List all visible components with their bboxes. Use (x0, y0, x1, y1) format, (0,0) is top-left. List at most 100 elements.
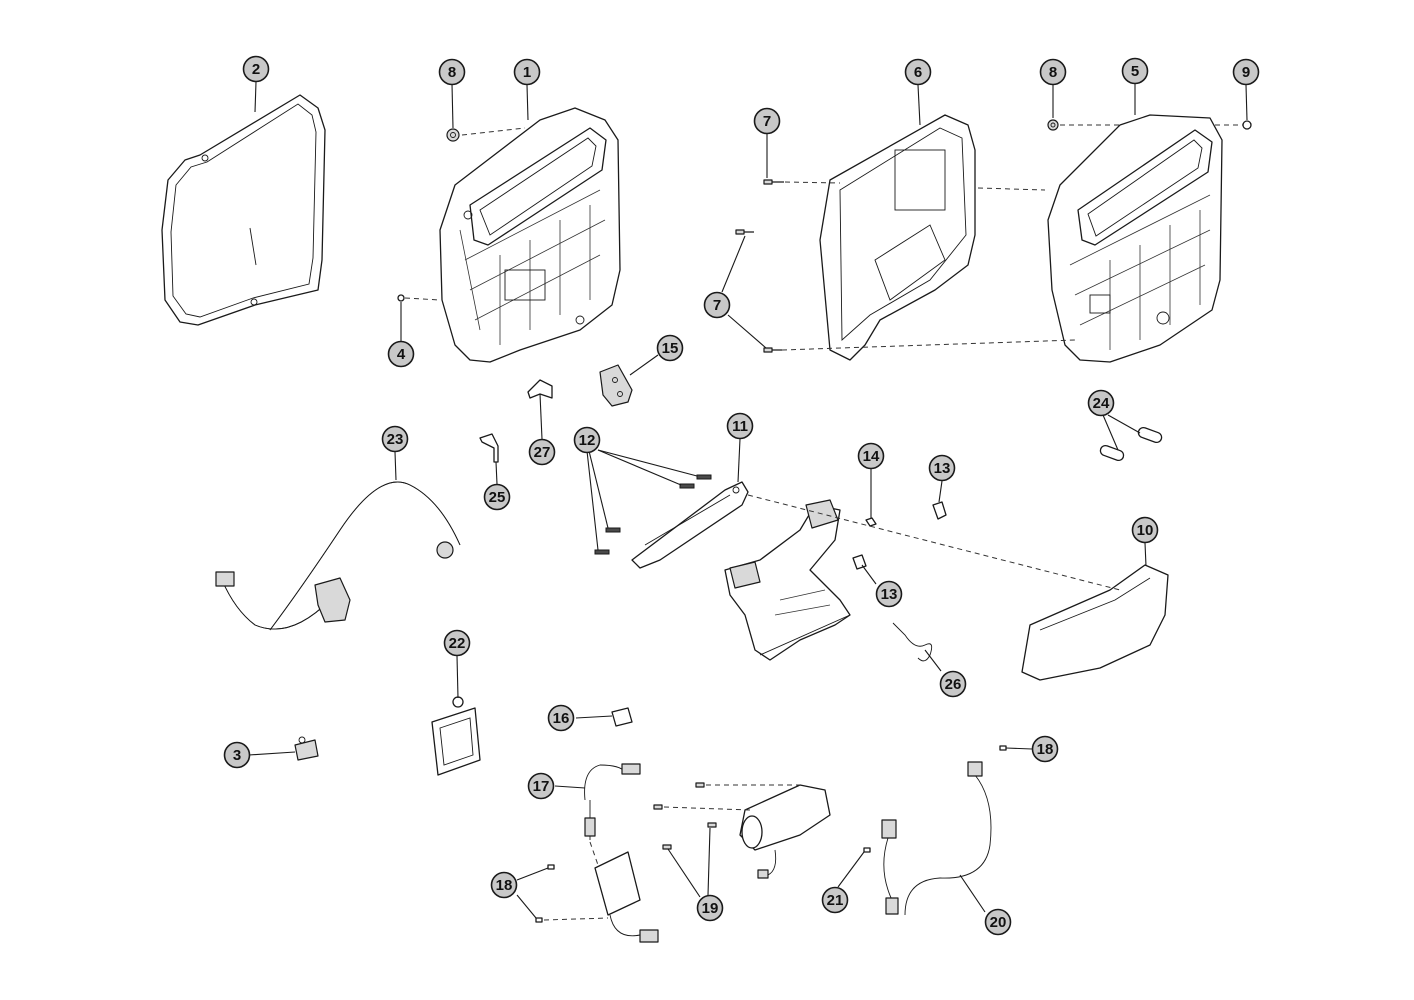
part-cap-16 (611, 707, 633, 727)
callout-circle (1087, 389, 1115, 417)
callout-circle (490, 871, 518, 899)
callout-11: 11 (726, 412, 754, 440)
callout-number: 15 (662, 340, 679, 357)
callout-number: 6 (914, 64, 922, 81)
callout-number: 11 (732, 418, 748, 435)
callout-16: 16 (547, 704, 575, 732)
callout-circle (1131, 516, 1159, 544)
callout-9: 9 (1232, 58, 1260, 86)
callout-number: 27 (534, 444, 551, 461)
callout-circle (1121, 57, 1149, 85)
callout-number: 17 (533, 778, 550, 795)
part-backrest-panel-left (439, 107, 621, 363)
callout-circle (438, 58, 466, 86)
callout-circle (696, 894, 724, 922)
callout-circle (527, 772, 555, 800)
callout-number: 7 (713, 297, 721, 314)
part-washer-9 (1242, 120, 1252, 130)
callout-12: 12 (573, 426, 601, 454)
part-spring-26 (892, 622, 933, 662)
callout-number: 3 (233, 747, 241, 764)
callout-number: 8 (448, 64, 456, 81)
callout-circle (821, 886, 849, 914)
callout-number: 4 (397, 346, 406, 363)
callout-number: 5 (1131, 63, 1139, 80)
callout-circle (1039, 58, 1067, 86)
callout-circle (1232, 58, 1260, 86)
part-cap-13-top (932, 501, 947, 520)
callout-23: 23 (381, 425, 409, 453)
callout-circle (726, 412, 754, 440)
part-screw-21 (863, 847, 871, 853)
part-nut-4 (397, 294, 405, 302)
callout-number: 20 (990, 914, 1007, 931)
callout-number: 23 (387, 431, 404, 448)
callout-number: 7 (763, 113, 771, 130)
part-handle-cover-10 (1021, 564, 1169, 681)
callout-number: 14 (863, 448, 880, 465)
callout-number: 1 (523, 64, 531, 81)
callout-circle (443, 629, 471, 657)
callout-number: 10 (1137, 522, 1154, 539)
callout-number: 16 (553, 710, 570, 727)
callout-number: 22 (449, 635, 466, 652)
callout-21: 21 (821, 886, 849, 914)
callout-number: 8 (1049, 64, 1057, 81)
callout-number: 12 (579, 432, 596, 449)
part-motor (739, 784, 831, 879)
part-control-unit (594, 851, 659, 943)
part-back-cover (819, 114, 976, 361)
part-pin-14 (865, 517, 877, 527)
callout-13: 13 (875, 580, 903, 608)
callout-circle (753, 107, 781, 135)
callout-17: 17 (527, 772, 555, 800)
callout-22: 22 (443, 629, 471, 657)
callout-5: 5 (1121, 57, 1149, 85)
callout-10: 10 (1131, 516, 1159, 544)
callout-circle (513, 58, 541, 86)
callout-circle (875, 580, 903, 608)
part-clip-27 (527, 379, 553, 399)
part-clip-3 (294, 736, 319, 761)
callout-4: 4 (387, 340, 415, 368)
callout-number: 13 (881, 586, 898, 603)
callout-15: 15 (656, 334, 684, 362)
callout-circle (1031, 735, 1059, 763)
callout-2: 2 (242, 55, 270, 83)
callout-number: 9 (1242, 64, 1250, 81)
callout-13: 13 (928, 454, 956, 482)
callout-number: 21 (827, 892, 844, 909)
callout-number: 24 (1093, 395, 1110, 412)
part-screws-18 (535, 745, 1007, 923)
callout-20: 20 (984, 908, 1012, 936)
part-o-rings-24 (1099, 426, 1163, 462)
callout-number: 19 (702, 900, 719, 917)
callout-circle (528, 438, 556, 466)
callout-number: 18 (496, 877, 513, 894)
part-mechanism-frame (724, 499, 851, 661)
callout-circle (928, 454, 956, 482)
part-module-22 (431, 696, 481, 776)
leader-lines (248, 81, 1248, 919)
callout-19: 19 (696, 894, 724, 922)
callout-3: 3 (223, 741, 251, 769)
callout-7: 7 (703, 291, 731, 319)
part-harness-20 (881, 761, 992, 916)
callout-8: 8 (438, 58, 466, 86)
callout-26: 26 (939, 670, 967, 698)
callout-circle (573, 426, 601, 454)
part-washer-8-left (446, 128, 460, 142)
callout-circle (703, 291, 731, 319)
callout-number: 25 (489, 489, 506, 506)
callout-circle (904, 58, 932, 86)
callout-circle (387, 340, 415, 368)
callout-6: 6 (904, 58, 932, 86)
callout-number: 26 (945, 676, 962, 693)
callout-number: 13 (934, 460, 951, 477)
part-backrest-panel-right (1047, 114, 1223, 363)
part-gasket-frame (161, 94, 326, 326)
part-screws-19 (653, 782, 717, 850)
assembly-dashed-lines (404, 124, 1243, 921)
